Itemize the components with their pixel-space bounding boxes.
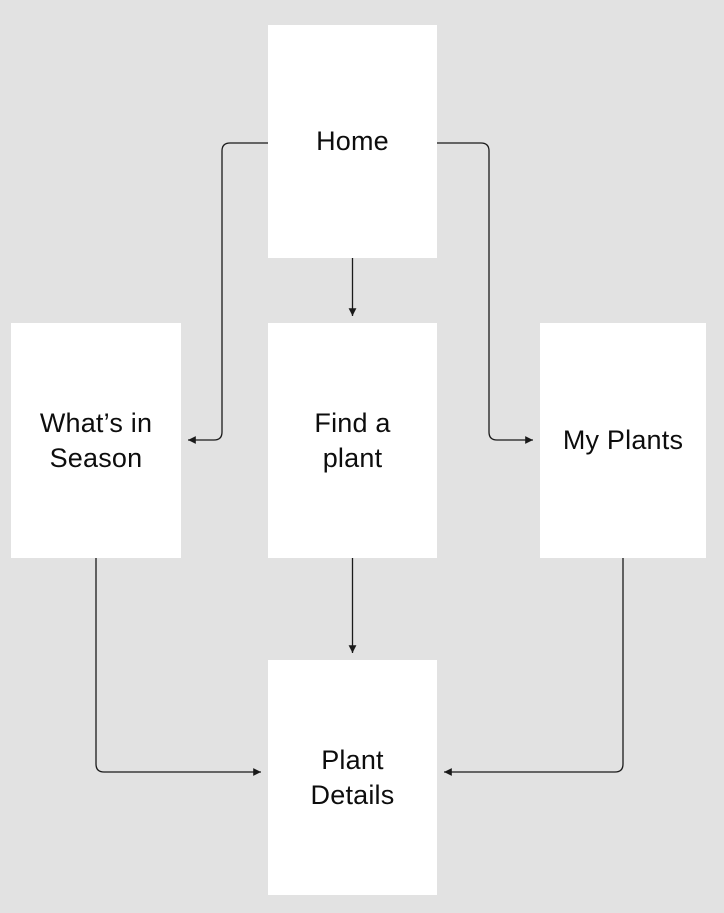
connector-home-to-whats-in-season — [188, 142, 268, 444]
node-whats-in-season[interactable]: What’s in Season — [11, 323, 181, 558]
node-home[interactable]: Home — [268, 25, 437, 258]
connector-home-to-my-plants — [437, 142, 533, 444]
node-plant-details[interactable]: Plant Details — [268, 660, 437, 895]
node-find-a-plant[interactable]: Find a plant — [268, 323, 437, 558]
connector-whats-in-season-to-plant-details — [95, 558, 261, 776]
node-my-plants-label: My Plants — [562, 425, 684, 455]
connector-my-plants-to-plant-details — [444, 558, 624, 776]
node-plant-details-label: Plant Details — [310, 744, 395, 810]
node-home-label: Home — [316, 126, 389, 156]
node-find-a-plant-label: Find a plant — [314, 407, 391, 473]
node-whats-in-season-label: What’s in Season — [39, 407, 153, 473]
node-my-plants[interactable]: My Plants — [540, 323, 706, 558]
